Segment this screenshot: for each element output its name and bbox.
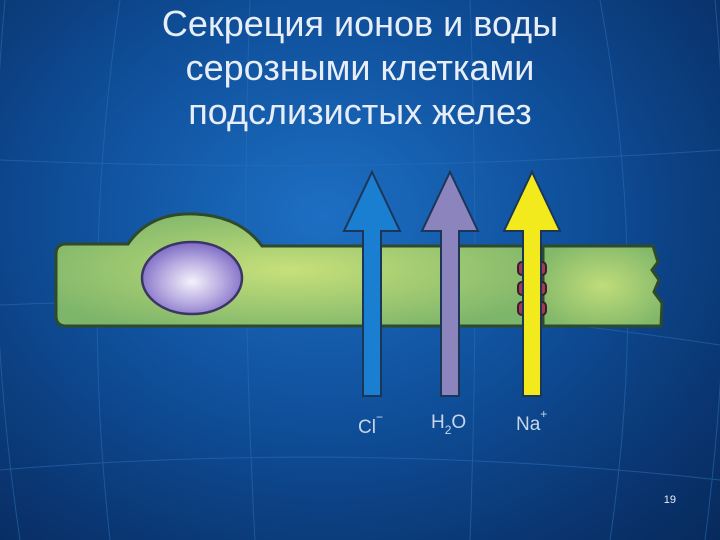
na-label: Na+ [516, 407, 547, 435]
title-line-2: серозными клетками [185, 47, 535, 88]
title-line-1: Секреция ионов и воды [161, 3, 559, 44]
cl-charge: − [376, 410, 383, 424]
bg-curve [0, 0, 21, 540]
cl-label: Cl− [358, 410, 383, 438]
neighbor-cell [541, 244, 664, 328]
na-charge: + [540, 407, 547, 421]
title-line-3: подслизистых желез [188, 91, 532, 132]
slide-title: Секреция ионов и воды серозными клетками… [0, 2, 720, 134]
cell-nucleus [140, 240, 244, 316]
bg-curve [0, 149, 720, 167]
h2o-arrow [420, 169, 480, 397]
bg-curve [704, 0, 720, 540]
page-number: 19 [663, 494, 676, 506]
h2o-subscript: 2 [445, 423, 452, 437]
bg-curve [0, 456, 720, 481]
cl-arrow [342, 169, 402, 397]
na-arrow [502, 169, 562, 397]
h2o-label: H2O [431, 412, 466, 437]
